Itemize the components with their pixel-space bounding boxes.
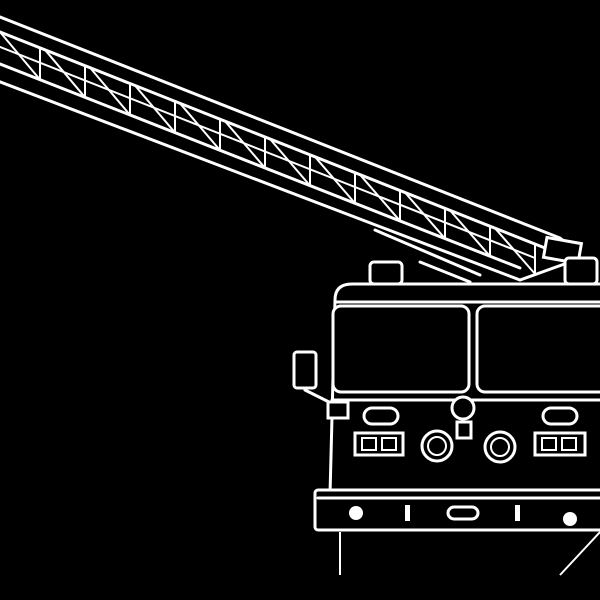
ladder-strut — [89, 67, 131, 116]
ladder — [0, 15, 584, 284]
beacon-light-left — [368, 260, 404, 286]
ladder-strut — [359, 174, 401, 222]
truck-cab — [292, 256, 600, 497]
marker-light-left — [362, 406, 400, 426]
ladder-strut — [494, 227, 536, 275]
windshield-left — [331, 304, 471, 394]
ladder-strut — [314, 156, 356, 204]
beacon-light-right — [563, 256, 599, 286]
ladder-strut — [404, 191, 446, 240]
ladder-strut — [449, 209, 491, 257]
side-mirror — [292, 350, 318, 390]
ladder-strut — [134, 84, 176, 134]
ladder-strut — [224, 120, 266, 169]
ladder-strut — [179, 102, 221, 151]
marker-light-right — [541, 406, 579, 426]
ladder-rungs — [0, 31, 536, 275]
mirror-mount — [326, 400, 350, 420]
ladder-strut — [269, 138, 311, 187]
front-lamp-right — [483, 430, 517, 464]
siren-icon — [450, 395, 476, 421]
front-bumper — [313, 488, 600, 576]
front-lamp-left — [420, 429, 454, 463]
siren-mount — [455, 420, 473, 440]
ladder-strut — [0, 31, 41, 81]
ladder-strut — [44, 49, 86, 98]
windshield-right — [475, 304, 600, 394]
